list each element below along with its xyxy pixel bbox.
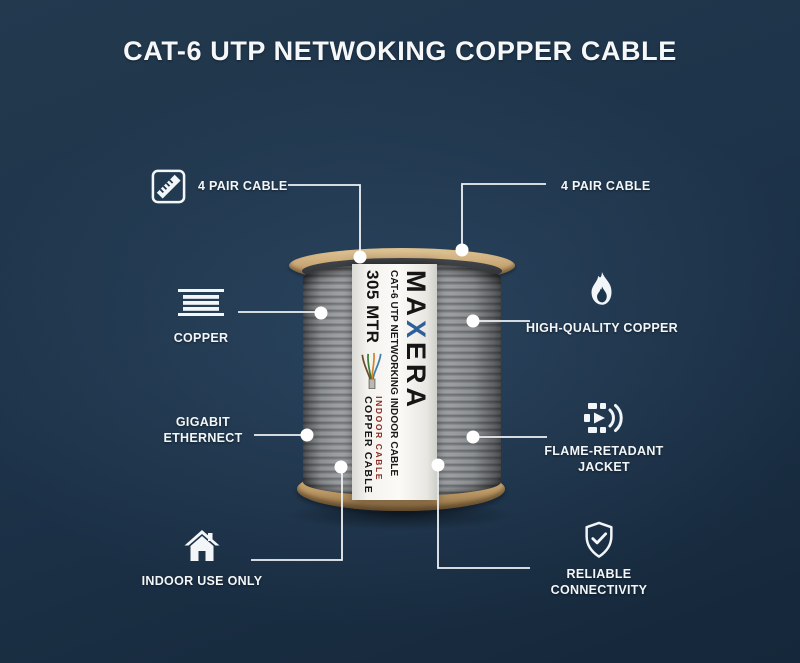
feature-reliable: RELIABLE CONNECTIVITY — [536, 520, 662, 599]
feature-indoor: INDOOR USE ONLY — [138, 528, 266, 589]
feature-label-line2: ETHERNECT — [163, 431, 243, 446]
label-bottom-row: 305 MTR INDOOR CABLE COPPER CABLE — [360, 270, 384, 494]
indoor-cable-text: INDOOR CABLE — [373, 396, 384, 482]
feature-label-line1: RELIABLE — [566, 567, 632, 581]
feature-label-line1: FLAME-RETADANT — [544, 444, 664, 458]
product-line-text: CAT-6 UTP NETWORKING INDOOR CABLE — [388, 270, 399, 477]
spool-label-content: MAXERA CAT-6 UTP NETWORKING INDOOR CABLE… — [355, 268, 435, 496]
label-type-stack: INDOOR CABLE COPPER CABLE — [360, 396, 384, 494]
feature-left-4pair: 4 PAIR CABLE — [150, 168, 288, 205]
feature-label-line2: JACKET — [578, 460, 630, 475]
ruler-icon — [151, 169, 186, 204]
page-title: CAT-6 UTP NETWOKING COPPER CABLE — [123, 36, 677, 66]
feature-label: 4 PAIR CABLE — [561, 179, 651, 193]
feature-flame-retardant: FLAME-RETADANT JACKET — [543, 400, 665, 476]
spool-label: MAXERA CAT-6 UTP NETWORKING INDOOR CABLE… — [352, 264, 437, 500]
callout-line-left-4pair — [288, 184, 361, 251]
feature-label-line2: CONNECTIVITY — [550, 583, 648, 598]
house-icon — [184, 530, 220, 561]
coil-icon — [178, 289, 224, 316]
feature-high-quality: HIGH-QUALITY COPPER — [526, 270, 678, 336]
feature-label: COPPER — [173, 331, 229, 345]
cable-length-text: 305 MTR — [363, 270, 382, 344]
feature-label-line1: GIGABIT — [175, 415, 231, 429]
feature-label: 4 PAIR CABLE — [198, 179, 288, 194]
wire-fan-icon — [361, 353, 382, 390]
shield-check-icon — [585, 521, 613, 558]
callout-line-right-4pair — [461, 183, 546, 244]
signal-plug-icon — [584, 403, 623, 433]
feature-label: INDOOR USE ONLY — [141, 574, 263, 588]
feature-right-4pair: 4 PAIR CABLE — [561, 177, 651, 195]
feature-label: HIGH-QUALITY COPPER — [526, 321, 679, 335]
copper-cable-text: COPPER CABLE — [361, 396, 374, 494]
feature-gigabit: GIGABIT ETHERNECT — [143, 414, 263, 447]
flame-icon — [591, 272, 612, 305]
feature-copper: COPPER — [163, 288, 239, 346]
brand-logo: MAXERA — [401, 270, 431, 412]
